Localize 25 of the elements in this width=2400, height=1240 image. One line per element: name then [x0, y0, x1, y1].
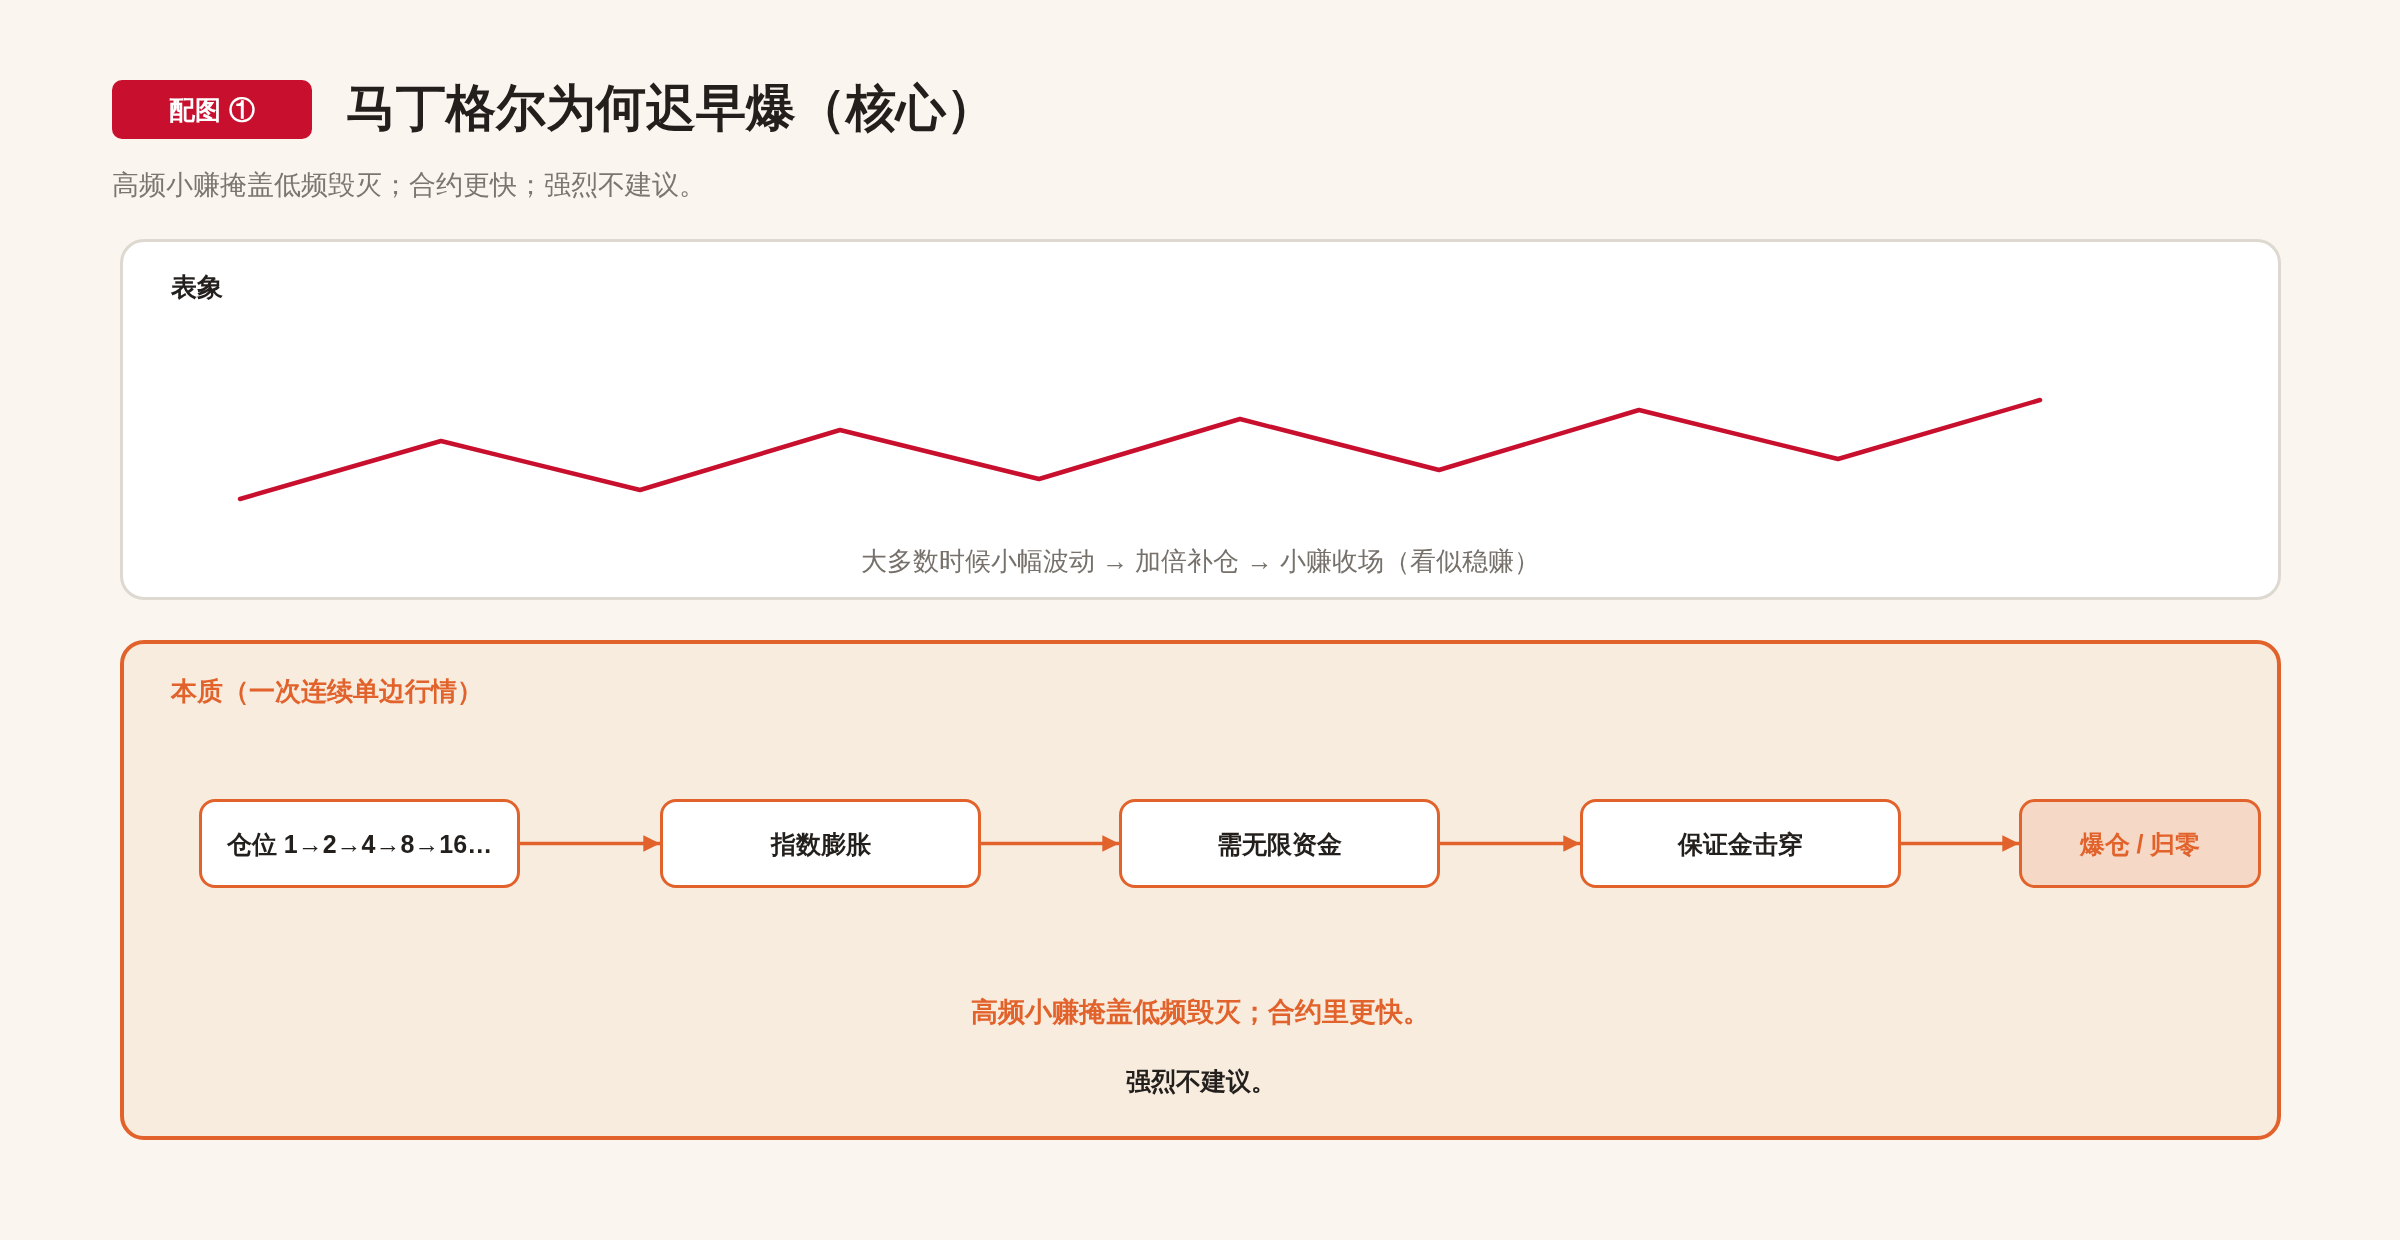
arrow — [1901, 835, 2019, 852]
process-box — [660, 799, 981, 888]
page-title: 马丁格尔为何迟早爆（核心） — [346, 79, 996, 138]
result-box — [2019, 799, 2261, 888]
figure-tag — [112, 80, 312, 139]
chart-caption: 大多数时候小幅波动 → 加倍补仓 → 小赚收场（看似稳赚） — [861, 545, 1540, 578]
highlight-panel — [120, 640, 2281, 1140]
subtitle: 高频小赚掩盖低频毁灭；合约更快；强烈不建议。 — [112, 169, 706, 202]
process-box — [199, 799, 520, 888]
card-panel — [120, 239, 2281, 600]
arrow — [981, 835, 1119, 852]
arrow — [520, 835, 660, 852]
step-text: 需无限资金 — [1217, 828, 1342, 860]
warning-text: 强烈不建议。 — [1125, 1066, 1276, 1097]
step-text: 仓位 1→2→4→8→16… — [226, 828, 493, 860]
panel-heading: 本质（一次连续单边行情） — [171, 675, 483, 708]
panel-heading: 表象 — [171, 271, 223, 304]
figure-number: 配图 ① — [169, 93, 255, 126]
step-text: 保证金击穿 — [1678, 828, 1803, 860]
arrow — [1440, 835, 1580, 852]
result-text: 爆仓 / 归零 — [2079, 828, 2201, 860]
conclusion-text: 高频小赚掩盖低频毁灭；合约里更快。 — [971, 996, 1430, 1029]
process-box — [1119, 799, 1440, 888]
step-text: 指数膨胀 — [770, 828, 871, 860]
process-box — [1580, 799, 1901, 888]
